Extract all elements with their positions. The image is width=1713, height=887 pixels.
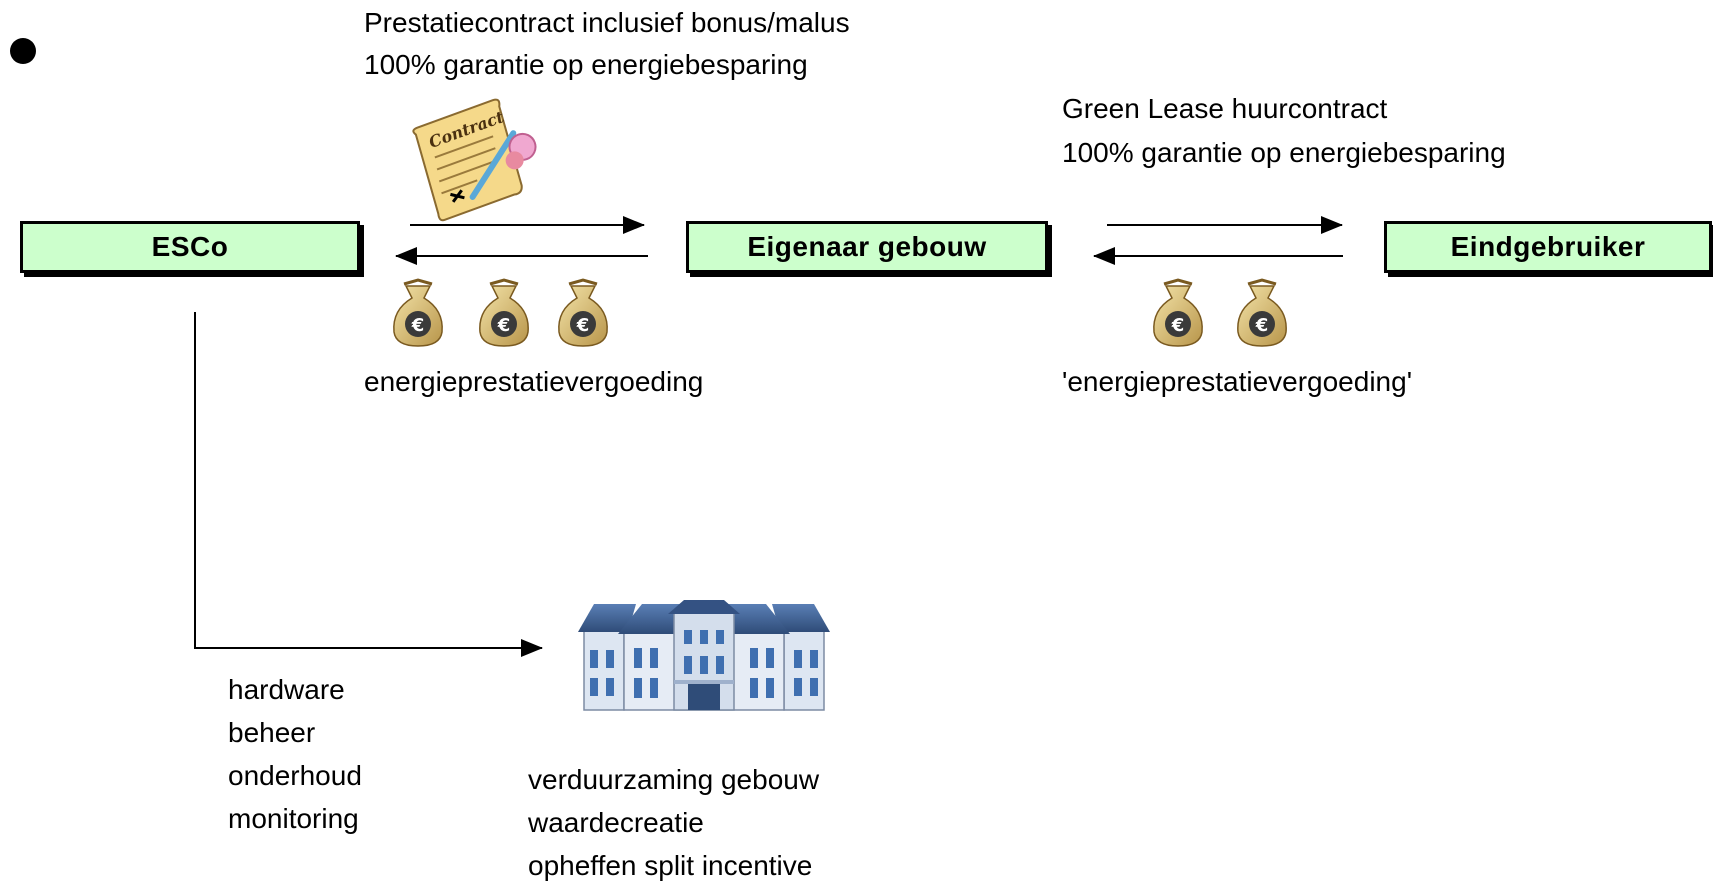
list-item: opheffen split incentive [528, 850, 813, 881]
contract-icon: Contract [412, 98, 537, 222]
esco-services-list: hardware beheer onderhoud monitoring [228, 668, 362, 840]
money-bag-icon: € [1153, 278, 1203, 347]
user-payment-label: 'energieprestatievergoeding' [1062, 366, 1413, 397]
money-bag-icon: € [558, 278, 608, 347]
esco-label: ESCo [151, 231, 229, 262]
owner-box: Eigenaar gebouw [686, 221, 1048, 273]
euro-symbol: € [1255, 315, 1269, 336]
list-item: waardecreatie [528, 807, 704, 838]
owner-label: Eigenaar gebouw [747, 231, 987, 262]
building-icon [578, 600, 830, 711]
end-user-box: Eindgebruiker [1384, 221, 1712, 273]
arrow-esco-to-building [194, 312, 543, 657]
euro-symbol: € [411, 315, 425, 336]
list-item: beheer [228, 717, 316, 748]
owner-contract-line2: 100% garantie op energiebesparing [364, 49, 808, 80]
esco-box: ESCo [20, 221, 360, 273]
bullet-icon [10, 38, 36, 64]
user-contract-line2: 100% garantie op energiebesparing [1062, 137, 1506, 168]
building-outcomes-list: verduurzaming gebouw waardecreatie ophef… [528, 758, 819, 887]
owner-contract-line1: Prestatiecontract inclusief bonus/malus [364, 7, 850, 38]
list-item: hardware [228, 674, 345, 705]
money-bag-icon: € [393, 278, 443, 347]
list-item: onderhoud [228, 760, 362, 791]
euro-symbol: € [497, 315, 511, 336]
end-user-label: Eindgebruiker [1450, 231, 1646, 262]
euro-symbol: € [576, 315, 590, 336]
list-item: monitoring [228, 803, 359, 834]
owner-payment-label: energieprestatievergoeding [364, 366, 704, 397]
money-bag-icon: € [1237, 278, 1287, 347]
euro-symbol: € [1171, 315, 1185, 336]
money-bag-icon: € [479, 278, 529, 347]
list-item: verduurzaming gebouw [528, 764, 820, 795]
user-contract-line1: Green Lease huurcontract [1062, 93, 1388, 124]
